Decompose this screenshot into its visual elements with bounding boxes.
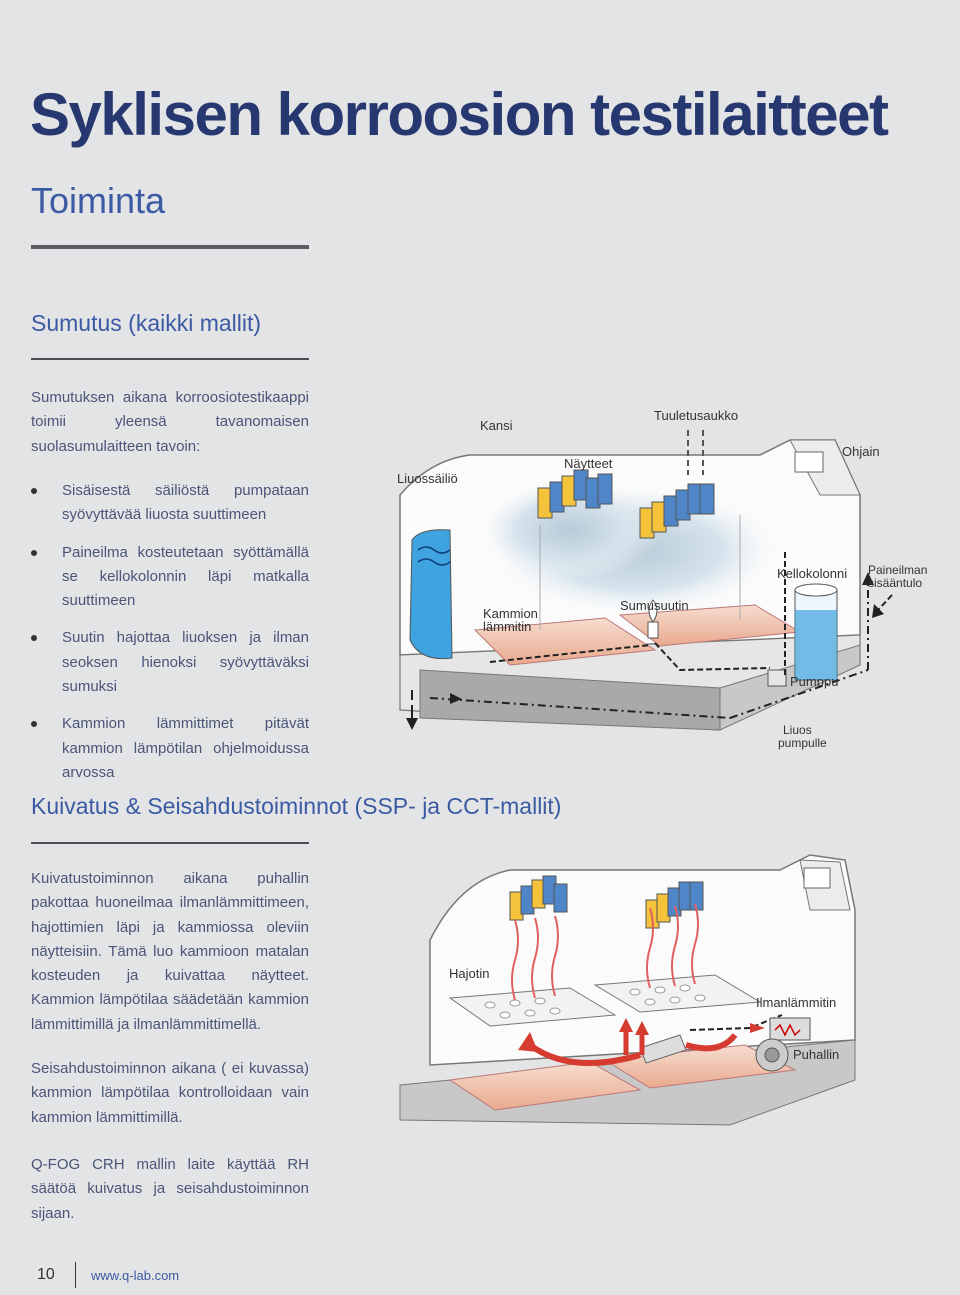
crh-paragraph: Q-FOG CRH mallin laite käyttää RH säätöä…: [31, 1153, 309, 1226]
label-puhallin: Puhallin: [793, 1047, 839, 1062]
section-heading-fog: Sumutus (kaikki mallit): [31, 310, 261, 337]
list-item: Kammion lämmittimet pitävät kammion lämp…: [31, 712, 309, 785]
label-ilmanlammitin: Ilmanlämmitin: [756, 995, 836, 1010]
bullet-dot: [31, 721, 37, 727]
list-item: Suutin hajottaa liuoksen ja ilman seokse…: [31, 626, 309, 699]
page-subtitle: Toiminta: [31, 180, 165, 222]
label-liuossailio: Liuossäiliö: [397, 471, 458, 486]
label-ohjain: Ohjain: [842, 444, 880, 459]
fog-intro-paragraph: Sumutuksen aikana korroosiotestikaappi t…: [31, 386, 309, 459]
label-paineilman-1: Paineilman: [868, 563, 927, 577]
label-liuos-1: Liuos: [783, 723, 812, 737]
label-sumusuutin: Sumusuutin: [620, 598, 689, 613]
fog-chamber-diagram: Kansi Tuuletusaukko Ohjain Liuossäiliö N…: [390, 400, 945, 760]
label-kansi: Kansi: [480, 418, 513, 433]
fog-steps-list: Sisäisestä säiliöstä pumpataan syövyttäv…: [31, 479, 309, 798]
label-kammion-2: lämmitin: [483, 619, 531, 634]
label-pumppu: Pumppu: [790, 674, 838, 689]
label-kellokolonni: Kellokolonni: [777, 566, 847, 581]
footer-divider: [75, 1262, 76, 1288]
section-divider-dry: [31, 842, 309, 844]
list-item: Paineilma kosteutetaan syöttämällä se ke…: [31, 541, 309, 614]
dwell-paragraph: Seisahdustoiminnon aikana ( ei kuvassa) …: [31, 1057, 309, 1130]
section-divider-fog: [31, 358, 309, 360]
section-heading-dry: Kuivatus & Seisahdustoiminnot (SSP- ja C…: [31, 793, 561, 820]
label-liuos-2: pumpulle: [778, 736, 827, 750]
label-naytteet: Näytteet: [564, 456, 613, 471]
bullet-dot: [31, 635, 37, 641]
label-hajotin: Hajotin: [449, 966, 489, 981]
label-paineilman-2: sisääntulo: [868, 576, 922, 590]
page-title: Syklisen korroosion testilaitteet: [30, 80, 887, 149]
bullet-dot: [31, 488, 37, 494]
label-tuuletusaukko: Tuuletusaukko: [654, 408, 738, 423]
page-number: 10: [37, 1266, 55, 1284]
dry-paragraph: Kuivatustoiminnon aikana puhallin pakott…: [31, 867, 309, 1037]
bullet-dot: [31, 550, 37, 556]
subtitle-divider: [31, 245, 309, 249]
list-item: Sisäisestä säiliöstä pumpataan syövyttäv…: [31, 479, 309, 528]
footer-url[interactable]: www.q-lab.com: [91, 1268, 179, 1283]
dry-off-diagram: Hajotin Ilmanlämmitin Puhallin: [390, 840, 865, 1130]
